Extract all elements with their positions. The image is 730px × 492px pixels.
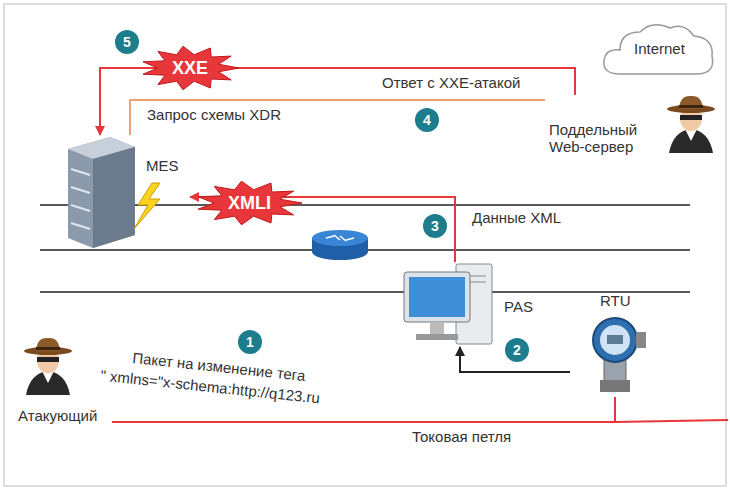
callout-number: 5 <box>115 30 139 54</box>
pas-workstation: PAS <box>400 262 540 347</box>
callout-number: 4 <box>415 108 439 132</box>
node-label: XMLI <box>228 193 271 214</box>
attacker: Атакующий <box>12 335 112 435</box>
mes-server: MES <box>60 135 190 250</box>
callout-number: 2 <box>505 338 529 362</box>
router-symbol <box>312 230 368 260</box>
attack-burst: XXE <box>140 45 240 91</box>
callout-number: 1 <box>238 330 262 354</box>
node-label: Атакующий <box>18 407 97 424</box>
node-label: Поддельный Web-сервер <box>549 121 661 156</box>
mes-server-shape <box>60 135 190 250</box>
node-label: RTU <box>600 292 631 309</box>
annotation: Запрос схемы XDR <box>145 106 283 124</box>
node-label: Internet <box>634 40 685 57</box>
internet-cloud: Internet <box>600 18 718 82</box>
attack-burst: XMLI <box>195 180 303 226</box>
current-loop-wire <box>615 420 728 422</box>
callout-number: 3 <box>423 214 447 238</box>
fake-web-server: Поддельный Web-сервер <box>545 95 725 175</box>
connector <box>130 100 545 135</box>
network-lines <box>40 205 690 292</box>
annotation: Данные XML <box>470 209 563 227</box>
annotation: Токовая петля <box>410 428 513 446</box>
rtu-device: RTU <box>570 292 660 397</box>
node-label: XXE <box>172 58 208 79</box>
frame <box>4 4 726 486</box>
annotation: Ответ с XXE-атакой <box>380 74 522 92</box>
node-label: MES <box>146 157 179 174</box>
node-label: PAS <box>504 298 533 315</box>
connector <box>112 397 615 422</box>
